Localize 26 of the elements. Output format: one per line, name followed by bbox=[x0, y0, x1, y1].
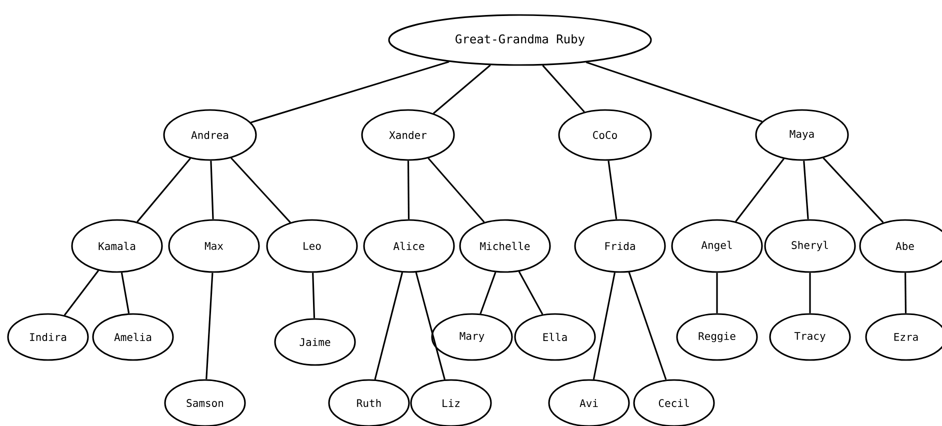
connector-line bbox=[312, 272, 316, 318]
connector-line bbox=[136, 158, 191, 222]
connector-line bbox=[480, 272, 496, 314]
connector-line bbox=[64, 270, 100, 316]
connector-line bbox=[809, 272, 811, 314]
connector-line bbox=[822, 157, 884, 223]
connector-line bbox=[518, 271, 544, 315]
connector-line bbox=[803, 160, 809, 220]
connector-line bbox=[407, 160, 410, 220]
connector-line bbox=[210, 160, 214, 220]
connector-line bbox=[250, 60, 450, 124]
connector-line bbox=[735, 158, 784, 222]
connector-line bbox=[608, 160, 618, 220]
connector-line bbox=[206, 272, 214, 380]
connector-line bbox=[230, 157, 291, 223]
connector-line bbox=[904, 272, 907, 314]
connector-line bbox=[592, 272, 616, 380]
connector-line bbox=[374, 272, 404, 380]
connector-line bbox=[628, 272, 667, 380]
connector-line bbox=[542, 64, 585, 112]
connector-line bbox=[433, 64, 491, 114]
connector-line bbox=[428, 158, 485, 223]
connector-line bbox=[415, 272, 446, 380]
connector-line bbox=[120, 272, 130, 314]
connector-line bbox=[586, 62, 762, 122]
connector-line bbox=[716, 272, 718, 314]
